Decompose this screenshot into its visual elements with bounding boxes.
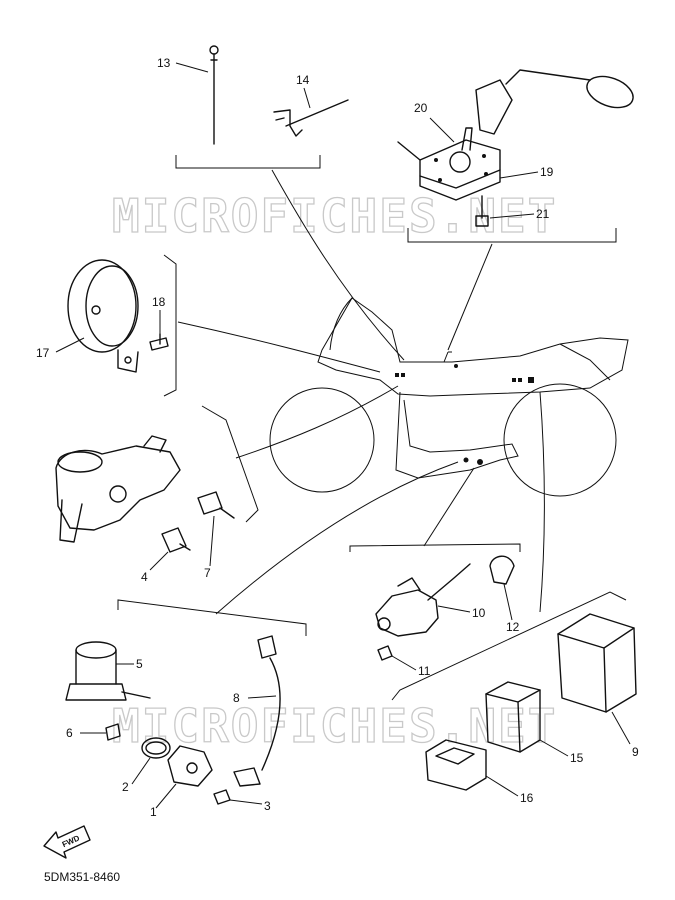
group-brackets [117,155,627,701]
part-5-motor [65,641,151,701]
callout-5: 5 [136,657,143,671]
part-17-horn [67,259,139,373]
callouts: 13 14 20 19 21 18 17 4 7 10 12 11 5 8 9 … [36,56,639,819]
part-14-bracket [273,99,349,137]
callout-18: 18 [152,295,166,309]
part-6-bolt [105,723,121,741]
callout-4: 4 [141,570,148,584]
part-10-assembly [375,563,471,637]
callout-19: 19 [540,165,554,179]
diagram-code: 5DM351-8460 [44,870,120,884]
part-8-lead [233,635,281,787]
callout-10: 10 [472,606,486,620]
part-9-relay [557,613,637,713]
part-2-o-ring [141,737,171,759]
marker-dot [512,378,516,382]
forward-arrow-icon: FWD [43,825,91,859]
callout-8: 8 [233,691,240,705]
callout-20: 20 [414,101,428,115]
callout-7: 7 [204,566,211,580]
callout-15: 15 [570,751,584,765]
part-4-temperature-sensor [161,527,191,553]
part-11-bolt [377,645,393,661]
callout-1: 1 [150,805,157,819]
callout-17: 17 [36,346,50,360]
part-1-sensor [167,745,213,787]
callout-11: 11 [418,664,431,678]
marker-dot [401,373,405,377]
callout-21: 21 [536,207,550,221]
thermostat-housing [55,435,181,543]
callout-2: 2 [122,780,129,794]
part-21-bolt [475,195,489,227]
part-3-screw [213,789,231,805]
part-19-20-fuel-sender [397,69,634,201]
callout-3: 3 [264,799,271,813]
watermark-top: MICROFICHES.NET [112,189,557,243]
part-18-bolt [149,333,169,351]
part-16-cover [425,739,487,791]
marker-dot [395,373,399,377]
callout-9: 9 [632,745,639,759]
callout-16: 16 [520,791,534,805]
part-13-rod [209,45,219,145]
marker-dot [518,378,522,382]
callout-6: 6 [66,726,73,740]
part-7-temperature-switch [197,491,235,519]
part-12-clamp [489,555,515,585]
motorcycle-silhouette [269,297,629,497]
marker-dot [528,377,534,383]
callout-12: 12 [506,620,520,634]
watermark-bottom: MICROFICHES.NET [112,699,557,753]
callout-14: 14 [296,73,310,87]
callout-13: 13 [157,56,171,70]
